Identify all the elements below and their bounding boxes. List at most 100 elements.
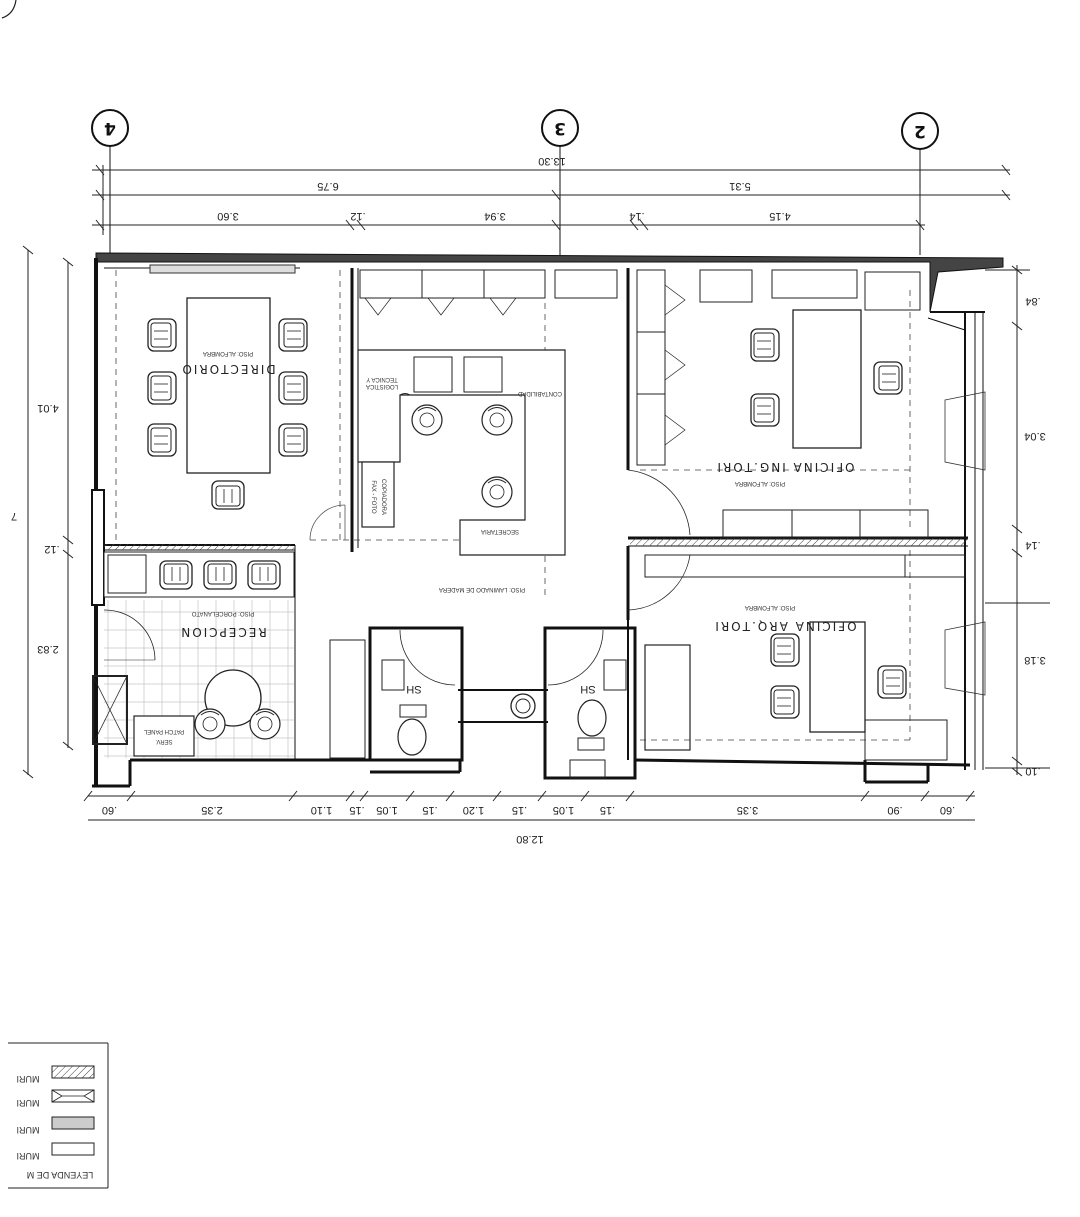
chair: [147, 318, 177, 352]
chair: [278, 318, 308, 352]
dimension-tick: [492, 790, 502, 802]
lounge-chair: [249, 708, 281, 740]
dimension-tick: [288, 790, 298, 802]
dimension-tick: [537, 790, 547, 802]
dimension-tick: [860, 790, 870, 802]
office-chair: [481, 404, 513, 436]
lounge-chair: [194, 708, 226, 740]
dimension-tick: [625, 790, 635, 802]
conference-table: [186, 297, 271, 474]
label-secretaria: SECRETARIA: [481, 528, 519, 534]
chair: [147, 423, 177, 457]
chair: [247, 560, 281, 590]
room-label-directorio: DIRECTORIO: [180, 362, 275, 376]
corner-mark: [1, 0, 17, 19]
left-dimension-lines: [22, 245, 74, 779]
chair: [877, 665, 907, 699]
hatched-wall-offices: [630, 538, 968, 546]
bottom-dimension-lines: [83, 790, 975, 821]
chair: [278, 371, 308, 405]
dim-bottom-segment: .15: [349, 804, 364, 816]
room-label-ing-office: OFICINA ING.TORI: [715, 460, 854, 474]
dim-right-014: .14: [1025, 539, 1040, 551]
room-label-recepcion: RECEPCION: [179, 625, 266, 639]
hatched-wall-reception: [104, 544, 294, 550]
dim-bottom-overall: 12.80: [516, 833, 544, 845]
dim-top-014: .14: [629, 210, 644, 222]
dimension-tick: [580, 790, 590, 802]
chair: [750, 393, 780, 427]
legend-item: MURI: [17, 1151, 40, 1161]
dim-top-531: 5.31: [729, 180, 750, 192]
grid-label-2: 2: [914, 121, 926, 141]
floor-label-main: PISO: LAMINADO DE MADERA: [439, 586, 525, 592]
sink: [510, 693, 536, 719]
grid-label-4: 4: [104, 118, 116, 138]
dim-left-overall: 7: [11, 510, 17, 522]
dashed-guides: [115, 270, 911, 741]
right-dimension-lines: [985, 265, 1050, 777]
dim-top-675: 6.75: [317, 180, 338, 192]
legend: [8, 1042, 109, 1189]
office-chair: [481, 476, 513, 508]
dim-right-318: 3.18: [1024, 654, 1045, 666]
dim-left-401: 4.01: [37, 402, 58, 414]
dimension-tick: [965, 790, 975, 802]
legend-item: MURI: [17, 1098, 40, 1108]
dim-bottom-segment: .60: [102, 804, 117, 816]
dim-left-283: 2.83: [37, 643, 58, 655]
dim-bottom-segment: .15: [422, 804, 437, 816]
chair: [750, 328, 780, 362]
dimension-tick: [445, 790, 455, 802]
dimension-tick: [83, 790, 93, 802]
chair: [147, 371, 177, 405]
floor-label-arq: PISO: ALFOMBRA: [745, 604, 795, 610]
dim-bottom-segment: 1.05: [376, 804, 397, 816]
dim-top-360: 3.60: [217, 210, 238, 222]
copier: [361, 461, 395, 528]
legend-item: MURI: [17, 1074, 40, 1084]
label-copiadora: COPIADORA: [380, 479, 386, 515]
window-marks: [91, 391, 986, 696]
grid-label-3: 3: [554, 118, 566, 138]
dim-bottom-segment: 2.35: [201, 804, 222, 816]
label-tecnica: TECNICA Y: [366, 376, 398, 382]
dimension-tick: [405, 790, 415, 802]
central-office: [357, 269, 618, 556]
chair: [159, 560, 193, 590]
room-label-bath-2: SH: [580, 683, 595, 695]
toilet: [577, 699, 607, 737]
dim-bottom-segment: 1.05: [553, 804, 574, 816]
label-patch-panel: PATCH PANEL: [143, 728, 184, 734]
floor-label-directorio: PISO: ALFOMBRA: [203, 350, 253, 356]
label-serv: SERV.: [155, 738, 173, 744]
dim-bottom-segment: .15: [512, 804, 527, 816]
dimension-tick: [359, 790, 369, 802]
ing-desk: [792, 309, 862, 449]
dim-right-010: .10: [1025, 765, 1040, 777]
dim-bottom-segment: .60: [940, 804, 955, 816]
room-label-bath-1: SH: [406, 683, 421, 695]
top-dimension-lines: [92, 164, 1011, 235]
chair: [770, 633, 800, 667]
ing-office: [627, 269, 929, 539]
dim-left-012: .12: [44, 543, 59, 555]
chair: [211, 480, 245, 510]
dim-bottom-segment: 1.20: [463, 804, 484, 816]
label-logistica: LOGISTICA: [366, 383, 398, 389]
label-fax: FAX - FOTO: [370, 480, 376, 514]
grid-axes: [91, 109, 939, 255]
toilet: [397, 718, 427, 756]
floor-label-recepcion: PISO: PORCELANATO: [191, 610, 254, 616]
legend-title: LEYENDA DE M: [27, 1170, 94, 1180]
label-contabilidad: CONTABILIDAD: [517, 390, 562, 396]
dim-right-304: 3.04: [1024, 430, 1045, 442]
dim-overall-top: 13.30: [538, 155, 566, 167]
arq-desk: [809, 621, 866, 733]
dim-bottom-segment: 3.35: [737, 804, 758, 816]
legend-item: MURI: [17, 1125, 40, 1135]
dim-bottom-segment: .90: [887, 804, 902, 816]
chair: [278, 423, 308, 457]
